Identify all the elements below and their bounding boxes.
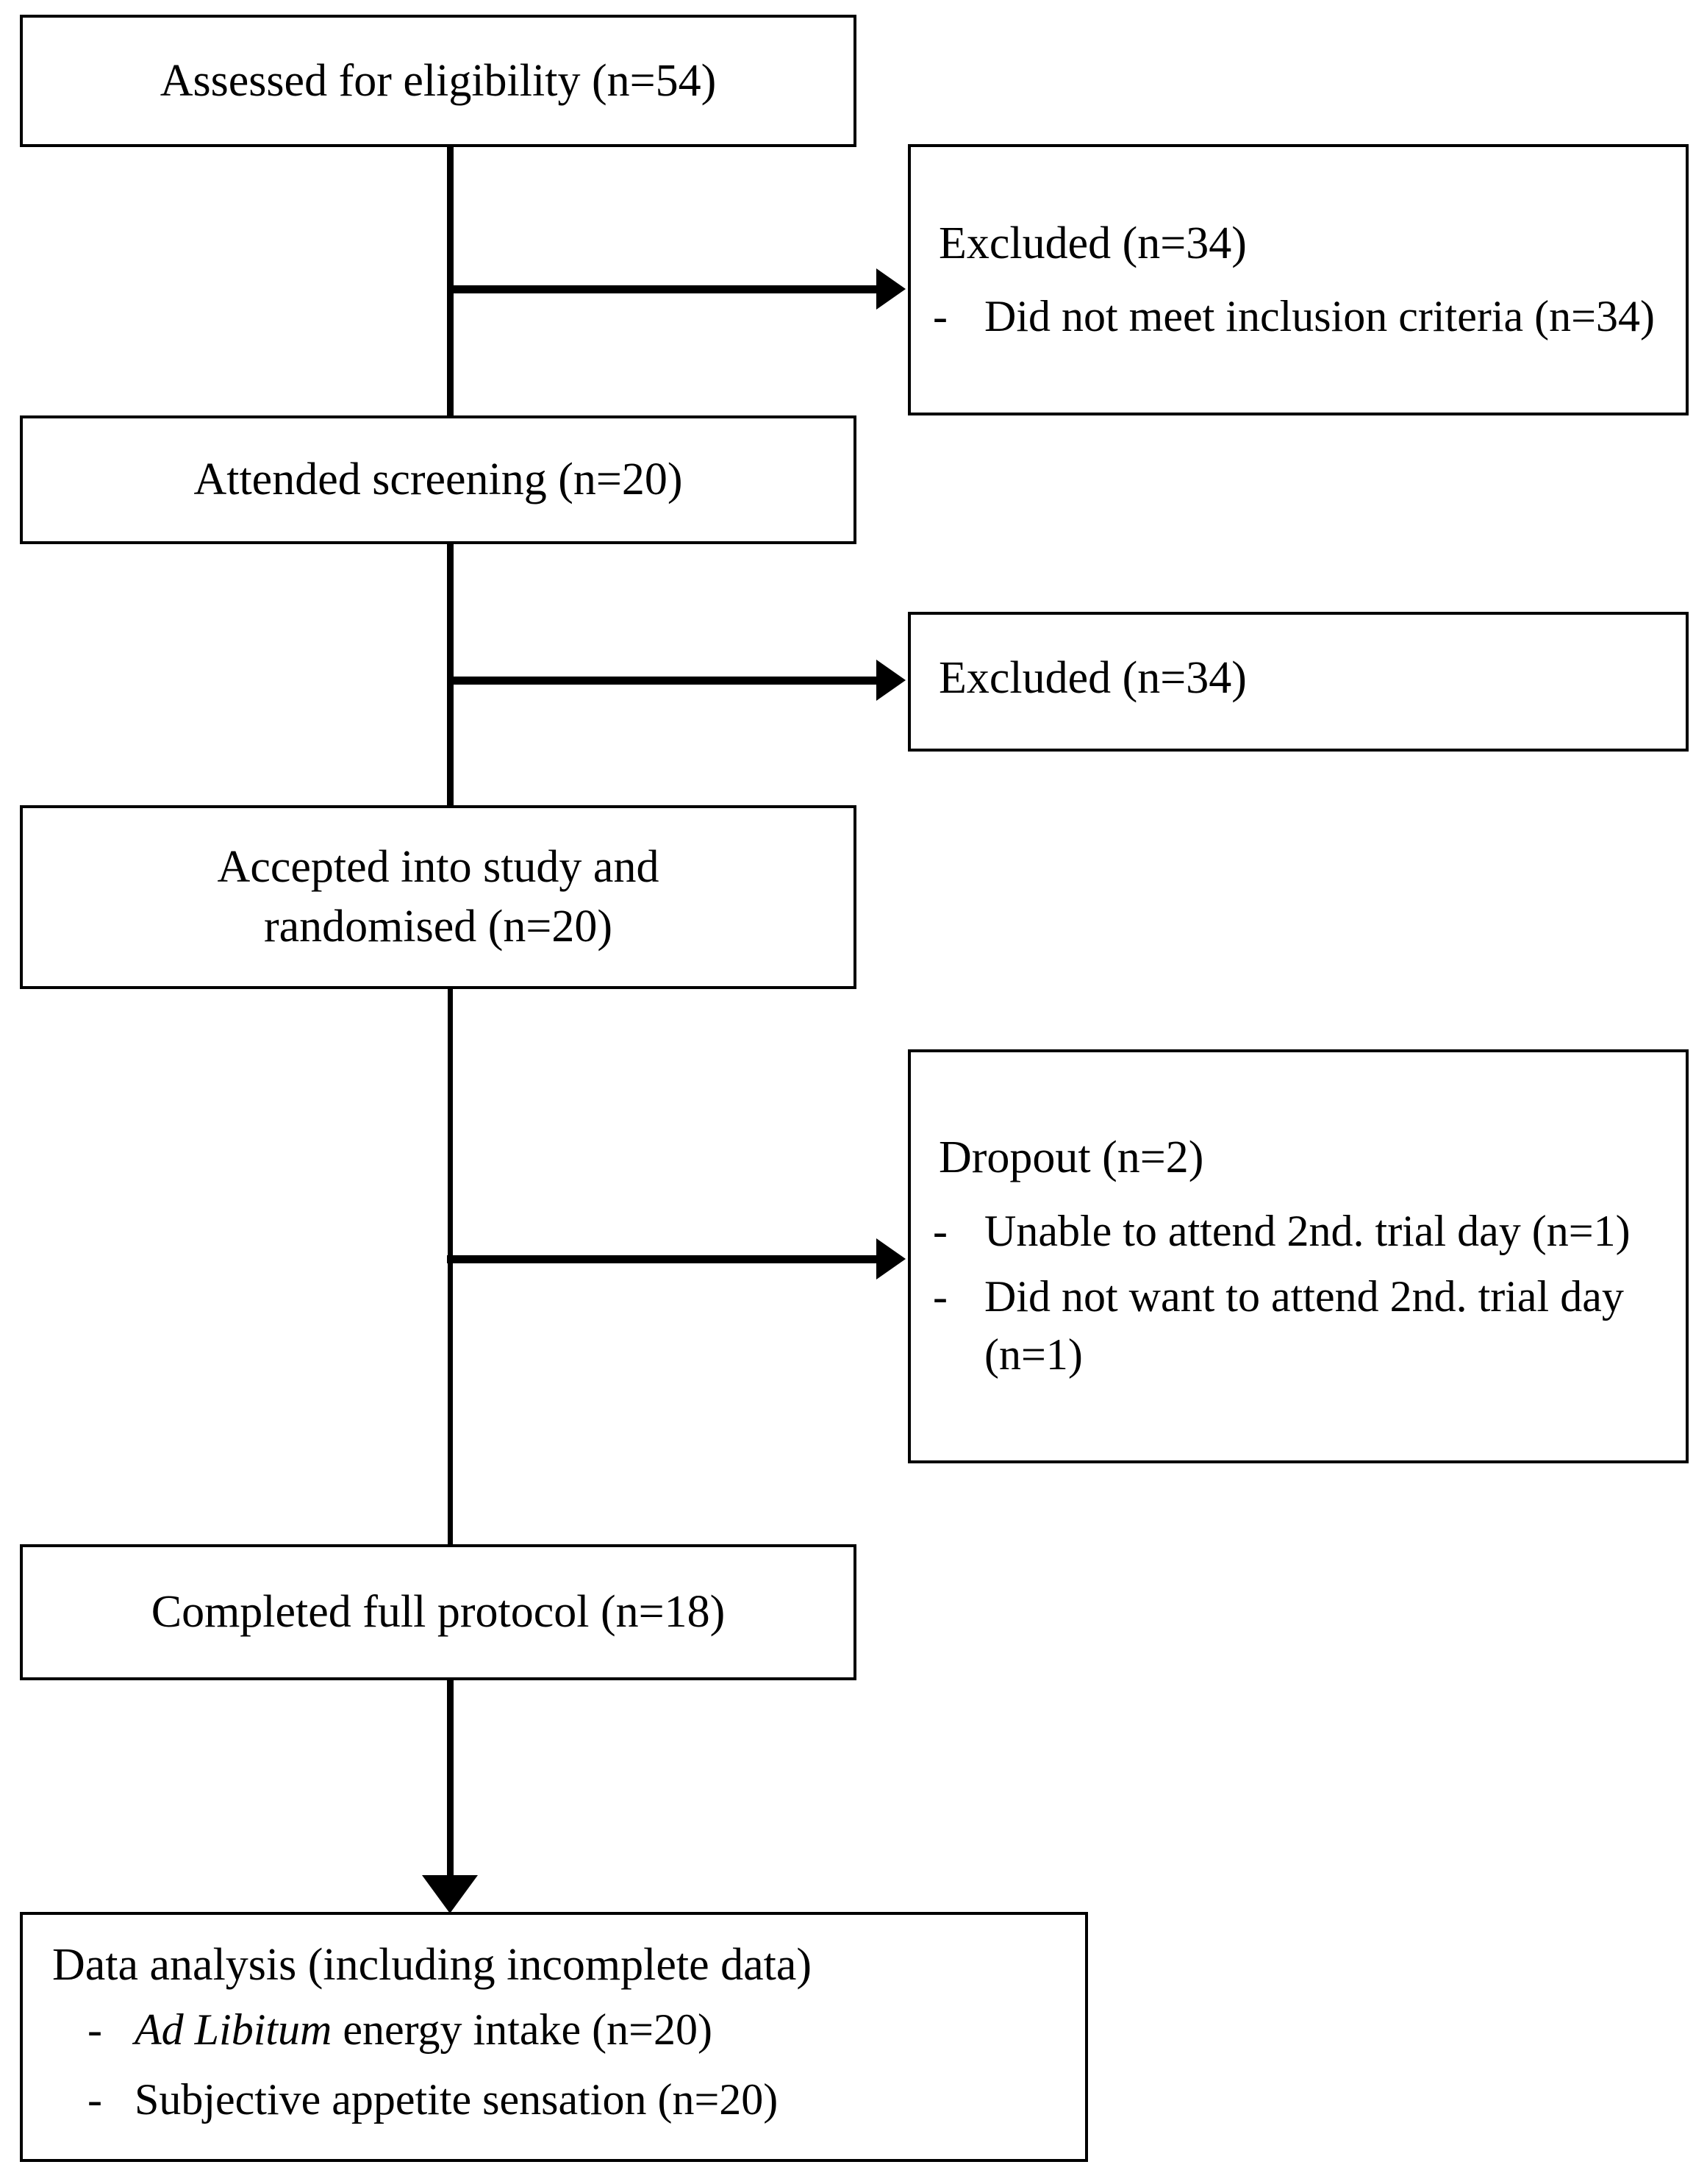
- node-dropout: Dropout (n=2) - Unable to attend 2nd. tr…: [908, 1049, 1689, 1463]
- node-accepted-randomised-line1: Accepted into study and: [217, 842, 659, 893]
- list-item: - Subjective appetite sensation (n=20): [23, 2071, 1085, 2129]
- connector-branch-to-excluded-1: [447, 285, 881, 293]
- node-accepted-randomised-line2: randomised (n=20): [263, 902, 613, 952]
- list-item: - Did not meet inclusion criteria (n=34): [911, 288, 1686, 346]
- connector-trunk-screening-to-accepted: [447, 544, 454, 807]
- node-excluded-screening-heading: Excluded (n=34): [939, 218, 1247, 268]
- bullet-marker: -: [933, 1207, 948, 1256]
- connector-trunk-completed-to-analysis: [447, 1680, 454, 1879]
- node-dropout-bullets: - Unable to attend 2nd. trial day (n=1) …: [911, 1195, 1686, 1385]
- bullet-text-rest: energy intake (n=20): [332, 2005, 712, 2054]
- bullet-text: Unable to attend 2nd. trial day (n=1): [984, 1207, 1631, 1256]
- arrowhead-to-dropout: [876, 1238, 906, 1280]
- node-dropout-heading: Dropout (n=2): [939, 1132, 1204, 1183]
- connector-trunk-assessed-to-screening: [447, 147, 454, 415]
- node-data-analysis: Data analysis (including incomplete data…: [20, 1912, 1088, 2162]
- list-item: - Ad Libitum energy intake (n=20): [23, 2001, 1085, 2059]
- connector-branch-to-excluded-2: [447, 677, 881, 685]
- node-excluded-randomisation-heading: Excluded (n=34): [939, 652, 1247, 703]
- bullet-text: Subjective appetite sensation (n=20): [135, 2074, 779, 2124]
- node-attended-screening: Attended screening (n=20): [20, 415, 856, 544]
- bullet-text: Did not meet inclusion criteria (n=34): [984, 292, 1655, 341]
- node-excluded-screening-bullets: - Did not meet inclusion criteria (n=34): [911, 280, 1686, 346]
- bullet-marker: -: [933, 1272, 948, 1321]
- node-assessed-label: Assessed for eligibility (n=54): [160, 55, 717, 106]
- bullet-marker: -: [87, 2074, 102, 2124]
- node-attended-screening-label: Attended screening (n=20): [193, 454, 683, 505]
- connector-trunk-accepted-to-completed: [448, 989, 453, 1546]
- bullet-text-italic: Ad Libitum: [135, 2005, 332, 2054]
- bullet-text: Ad Libitum energy intake (n=20): [135, 2001, 1085, 2059]
- node-completed-full-protocol: Completed full protocol (n=18): [20, 1544, 856, 1680]
- arrowhead-to-excluded-2: [876, 660, 906, 701]
- arrowhead-to-excluded-1: [876, 268, 906, 310]
- node-data-analysis-bullets: - Ad Libitum energy intake (n=20) - Subj…: [23, 1998, 1085, 2129]
- node-assessed-for-eligibility: Assessed for eligibility (n=54): [20, 15, 856, 147]
- node-data-analysis-heading: Data analysis (including incomplete data…: [52, 1940, 812, 1990]
- node-accepted-randomised: Accepted into study and randomised (n=20…: [20, 805, 856, 989]
- node-completed-full-protocol-label: Completed full protocol (n=18): [151, 1587, 726, 1638]
- arrowhead-to-data-analysis: [422, 1875, 478, 1913]
- connector-branch-to-dropout: [447, 1255, 881, 1263]
- node-excluded-randomisation: Excluded (n=34): [908, 612, 1689, 752]
- bullet-text: Did not want to attend 2nd. trial day (n…: [984, 1272, 1624, 1380]
- node-excluded-screening: Excluded (n=34) - Did not meet inclusion…: [908, 144, 1689, 415]
- list-item: - Unable to attend 2nd. trial day (n=1): [911, 1202, 1686, 1260]
- bullet-marker: -: [933, 292, 948, 341]
- bullet-marker: -: [87, 2005, 102, 2054]
- list-item: - Did not want to attend 2nd. trial day …: [911, 1268, 1686, 1384]
